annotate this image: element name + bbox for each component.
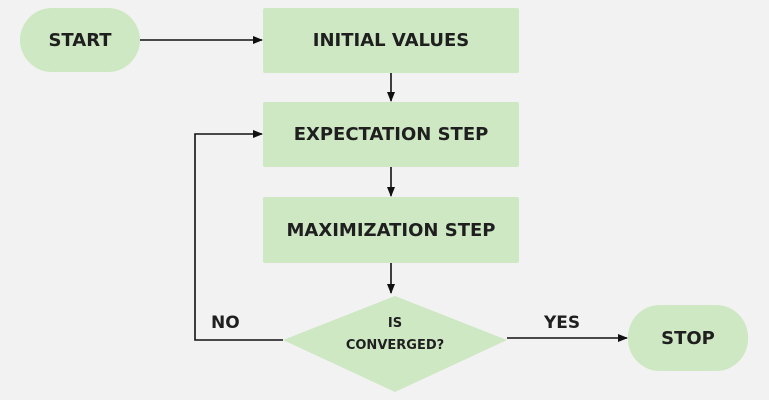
stop-label: STOP	[661, 327, 715, 349]
maximization-step-label: MAXIMIZATION STEP	[286, 219, 496, 241]
expectation-step-node: EXPECTATION STEP	[263, 102, 519, 167]
stop-node: STOP	[628, 305, 748, 371]
initial-values-node: INITIAL VALUES	[263, 8, 519, 73]
decision-label-line2: CONVERGED?	[345, 338, 445, 353]
no-edge-label: NO	[211, 313, 240, 333]
decision-label: IS CONVERGED?	[320, 310, 470, 360]
arrow-decision-loop-to-expectation	[194, 130, 283, 341]
decision-diamond	[283, 296, 507, 392]
expectation-step-label: EXPECTATION STEP	[293, 124, 489, 145]
yes-edge-label: YES	[544, 313, 581, 333]
start-label: START	[48, 29, 112, 51]
start-node: START	[20, 8, 140, 72]
decision-label-line1: IS	[387, 316, 403, 331]
maximization-step-node: MAXIMIZATION STEP	[263, 197, 519, 263]
initial-values-label: INITIAL VALUES	[312, 30, 470, 51]
